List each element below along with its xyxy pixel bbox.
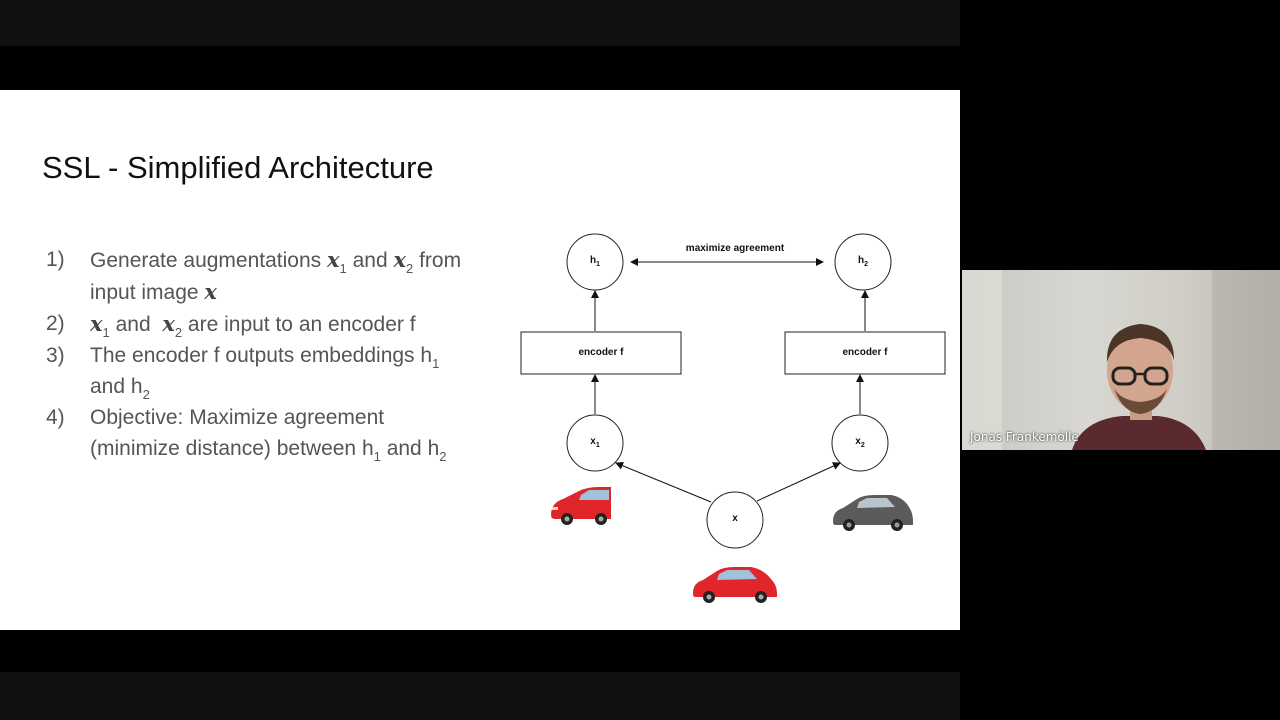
participant-name: Jonas Frankemölle xyxy=(970,430,1079,444)
subscript: 2 xyxy=(439,449,447,464)
subscript: 2 xyxy=(406,261,414,276)
math-var: x xyxy=(393,247,407,272)
car-red-cropped-icon xyxy=(551,487,611,525)
step-4: 4) Objective: Maximize agreement (minimi… xyxy=(46,402,506,464)
presentation-slide: SSL - Simplified Architecture 1) Generat… xyxy=(0,90,960,630)
subscript: 2 xyxy=(142,387,150,402)
top-letterbox xyxy=(0,0,960,46)
subscript: 1 xyxy=(102,325,110,340)
step-text: and xyxy=(109,313,163,336)
slide-title: SSL - Simplified Architecture xyxy=(42,150,434,185)
step-2: 2) x1 and x2 are input to an encoder f xyxy=(46,308,506,340)
step-text: and xyxy=(346,249,394,272)
label-x1: x1 xyxy=(590,436,600,449)
subscript: 1 xyxy=(432,356,440,371)
step-1: 1) Generate augmentations x1 and x2 from… xyxy=(46,244,506,308)
encoder-left-box xyxy=(520,331,682,375)
car-gray-icon xyxy=(833,495,913,531)
subscript: 2 xyxy=(174,325,183,340)
math-var: x xyxy=(204,279,217,304)
architecture-diagram: h1 h2 x1 x2 x encoder f encoder f maximi… xyxy=(505,225,955,615)
label-h1: h1 xyxy=(589,255,600,268)
subscript: 1 xyxy=(339,261,347,276)
label-h2: h2 xyxy=(857,255,868,268)
step-number: 3) xyxy=(46,344,65,367)
step-text: The encoder f outputs embeddings h xyxy=(90,344,433,367)
presenter-video xyxy=(962,270,1280,450)
steps-list: 1) Generate augmentations x1 and x2 from… xyxy=(46,244,506,464)
label-encoder-right: encoder f xyxy=(842,347,888,358)
node-x xyxy=(706,491,764,549)
bottom-letterbox xyxy=(0,672,960,720)
webcam-feed: Jonas Frankemölle xyxy=(962,270,1280,450)
encoder-right-box xyxy=(784,331,946,375)
step-text: input image xyxy=(90,281,205,304)
math-var: x xyxy=(90,311,103,336)
step-3: 3) The encoder f outputs embeddings h1 a… xyxy=(46,340,506,402)
label-x2: x2 xyxy=(855,436,865,449)
step-text: from xyxy=(413,249,462,272)
step-text: (minimize distance) between h xyxy=(90,437,374,460)
label-maximize-agreement: maximize agreement xyxy=(685,243,785,254)
math-var: x xyxy=(162,311,175,336)
step-text: and h xyxy=(90,375,143,398)
node-x2 xyxy=(831,414,889,472)
math-var: x xyxy=(327,247,340,272)
step-text: are input to an encoder f xyxy=(182,313,416,336)
arrow-x-x2 xyxy=(756,462,841,502)
diagram-lines xyxy=(520,233,946,603)
label-encoder-left: encoder f xyxy=(578,347,624,358)
step-text: Generate augmentations xyxy=(90,249,327,272)
car-red-icon xyxy=(693,567,777,603)
label-x: x xyxy=(732,513,738,524)
arrow-x-x1 xyxy=(615,461,712,503)
subscript: 1 xyxy=(373,449,381,464)
node-x1 xyxy=(566,414,624,472)
step-text: and h xyxy=(380,437,440,460)
step-text: Objective: Maximize agreement xyxy=(90,406,385,429)
step-number: 2) xyxy=(46,312,65,335)
step-number: 1) xyxy=(46,248,65,271)
step-number: 4) xyxy=(46,406,65,429)
